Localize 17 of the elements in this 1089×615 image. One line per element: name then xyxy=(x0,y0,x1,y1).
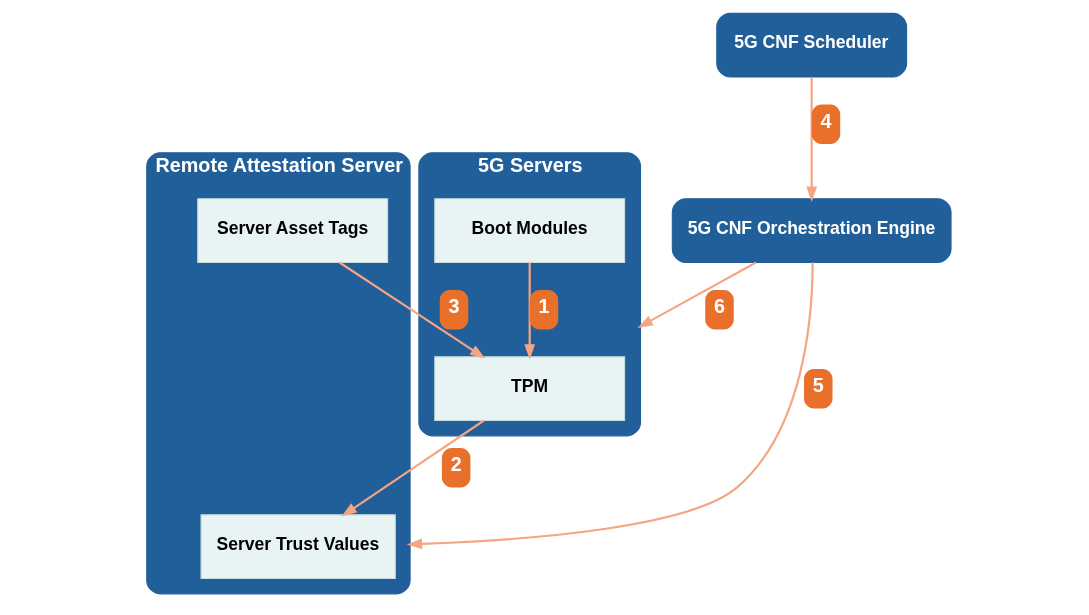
edge-label: 5 xyxy=(812,373,824,396)
arrow xyxy=(338,261,486,358)
edge-label: 1 xyxy=(538,294,550,317)
arrow xyxy=(524,262,536,360)
arrow xyxy=(806,76,818,202)
edge-label: 6 xyxy=(714,294,726,317)
node-box: Boot Modules xyxy=(434,197,626,263)
arrow xyxy=(341,419,485,516)
edge-label: 2 xyxy=(450,452,462,475)
edge-label: 4 xyxy=(820,109,832,132)
node-box: Server Trust Values xyxy=(200,513,396,579)
node-box: Server Asset Tags xyxy=(197,197,389,263)
arrow xyxy=(406,262,814,549)
node-box: 5G CNF Scheduler xyxy=(716,12,908,78)
edge-label: 3 xyxy=(448,294,460,317)
node-box: 5G CNF Orchestration Engine xyxy=(671,197,952,263)
node-box: TPM xyxy=(434,355,626,421)
